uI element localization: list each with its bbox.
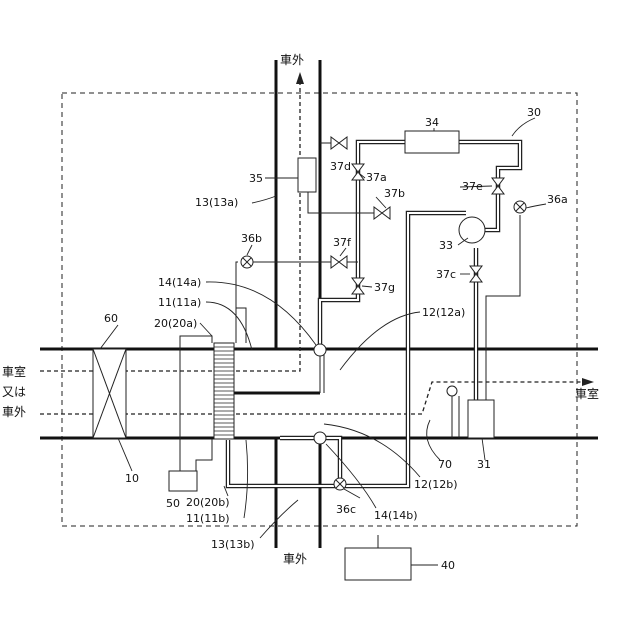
component-31 <box>468 400 494 438</box>
compressor-33 <box>459 217 485 243</box>
ref-13b: 13(13b) <box>211 538 255 551</box>
exchanger-frame-11a <box>236 308 246 343</box>
ref-10: 10 <box>125 472 139 485</box>
junction-14a-icon <box>314 344 326 356</box>
line-36a <box>486 215 520 400</box>
ref-40: 40 <box>441 559 455 572</box>
ref-36a: 36a <box>547 193 568 206</box>
label-cabin-left-1: 車室 <box>2 364 26 379</box>
ref-20a: 20(20a) <box>154 317 197 330</box>
ref-36c: 36c <box>336 503 356 516</box>
label-cabin-left-3: 車外 <box>2 405 26 419</box>
ref-12b: 12(12b) <box>414 478 458 491</box>
valve-37c-icon <box>470 266 482 282</box>
box-40 <box>345 548 411 580</box>
ref-50: 50 <box>166 497 180 510</box>
valve-36b-icon <box>241 256 253 268</box>
ref-13a: 13(13a) <box>195 196 238 209</box>
valve-37a-icon <box>352 164 364 180</box>
ref-14a: 14(14a) <box>158 276 201 289</box>
label-cabin-right: 車室 <box>575 386 599 401</box>
valve-36c-icon <box>334 478 346 490</box>
valve-37b-icon <box>374 207 390 219</box>
exchanger-frame-20a <box>180 336 212 471</box>
ref-60: 60 <box>104 312 118 325</box>
ref-31: 31 <box>477 458 491 471</box>
ref-34: 34 <box>425 116 439 129</box>
valve-37d-icon <box>331 137 347 149</box>
sensor-70-icon <box>447 386 457 396</box>
label-cabin-left-2: 又は <box>2 385 26 399</box>
component-35 <box>298 158 316 192</box>
ref-37b: 37b <box>384 187 405 200</box>
ref-30: 30 <box>527 106 541 119</box>
component-34 <box>405 131 459 153</box>
ref-70: 70 <box>438 458 452 471</box>
ref-37f: 37f <box>333 236 352 249</box>
ref-20b: 20(20b) <box>186 496 230 509</box>
ref-35: 35 <box>249 172 263 185</box>
ref-14b: 14(14b) <box>374 509 418 522</box>
ref-36b: 36b <box>241 232 262 245</box>
arrow-right-icon <box>582 378 594 386</box>
ref-11b: 11(11b) <box>186 512 230 525</box>
valve-37f-icon <box>331 256 347 268</box>
ref-37e: 37e <box>462 180 483 193</box>
ref-37g: 37g <box>374 281 395 294</box>
valve-37e-icon <box>492 178 504 194</box>
label-exterior-bottom: 車外 <box>283 552 307 566</box>
ref-37d: 37d <box>330 160 351 173</box>
ref-12a: 12(12a) <box>422 306 465 319</box>
ref-11a: 11(11a) <box>158 296 201 309</box>
valve-36a-icon <box>514 201 526 213</box>
ref-37a: 37a <box>366 171 387 184</box>
ref-37c: 37c <box>436 268 456 281</box>
box-50 <box>169 471 197 491</box>
arrow-up-icon <box>296 72 304 84</box>
label-exterior-top: 車外 <box>280 53 304 67</box>
ref-33: 33 <box>439 239 453 252</box>
junction-14b-icon <box>314 432 326 444</box>
